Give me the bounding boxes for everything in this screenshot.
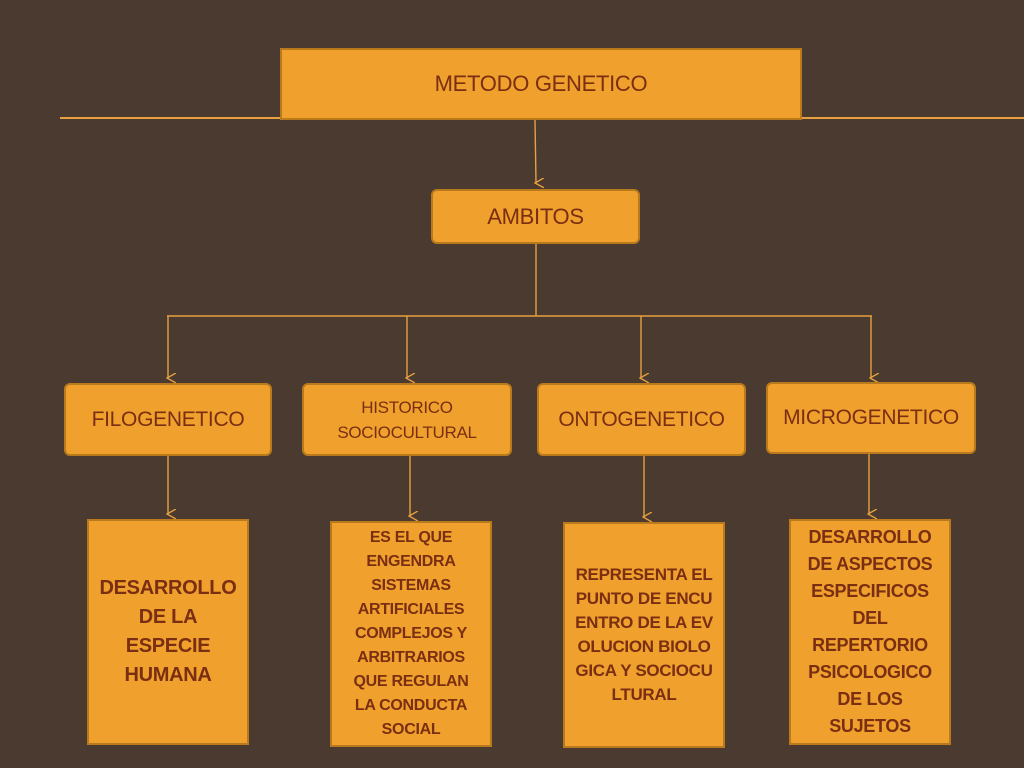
category-node-filogenetico: FILOGENETICO — [64, 383, 272, 456]
category-node-microgenetico: MICROGENETICO — [766, 382, 976, 454]
description-box-historico: ES EL QUE ENGENDRA SISTEMAS ARTIFICIALES… — [330, 521, 492, 747]
description-box-filogenetico: DESARROLLO DE LA ESPECIE HUMANA — [87, 519, 249, 745]
description-text: DESARROLLO DE LA ESPECIE HUMANA — [99, 577, 237, 686]
description-box-ontogenetico: REPRESENTA EL PUNTO DE ENCUENTRO DE LA E… — [563, 522, 725, 748]
description-text: REPRESENTA EL PUNTO DE ENCUENTRO DE LA E… — [575, 565, 713, 704]
root-node: METODO GENETICO — [280, 48, 802, 120]
description-box-microgenetico: DESARROLLO DE ASPECTOS ESPECIFICOS DEL R… — [789, 519, 951, 745]
description-text: DESARROLLO DE ASPECTOS ESPECIFICOS DEL R… — [807, 527, 933, 736]
category-node-historico-sociocultural: HISTORICO SOCIOCULTURAL — [302, 383, 512, 456]
category-label: FILOGENETICO — [91, 407, 245, 431]
category-node-ontogenetico: ONTOGENETICO — [537, 383, 746, 456]
description-text: ES EL QUE ENGENDRA SISTEMAS ARTIFICIALES… — [353, 529, 469, 738]
connector-root-ambitos — [535, 119, 536, 183]
category-label: HISTORICO SOCIOCULTURAL — [337, 397, 477, 442]
category-label: MICROGENETICO — [783, 406, 959, 429]
category-label: ONTOGENETICO — [558, 407, 725, 431]
ambitos-node: AMBITOS — [431, 189, 640, 244]
root-label: METODO GENETICO — [434, 71, 648, 96]
ambitos-label: AMBITOS — [487, 203, 584, 229]
